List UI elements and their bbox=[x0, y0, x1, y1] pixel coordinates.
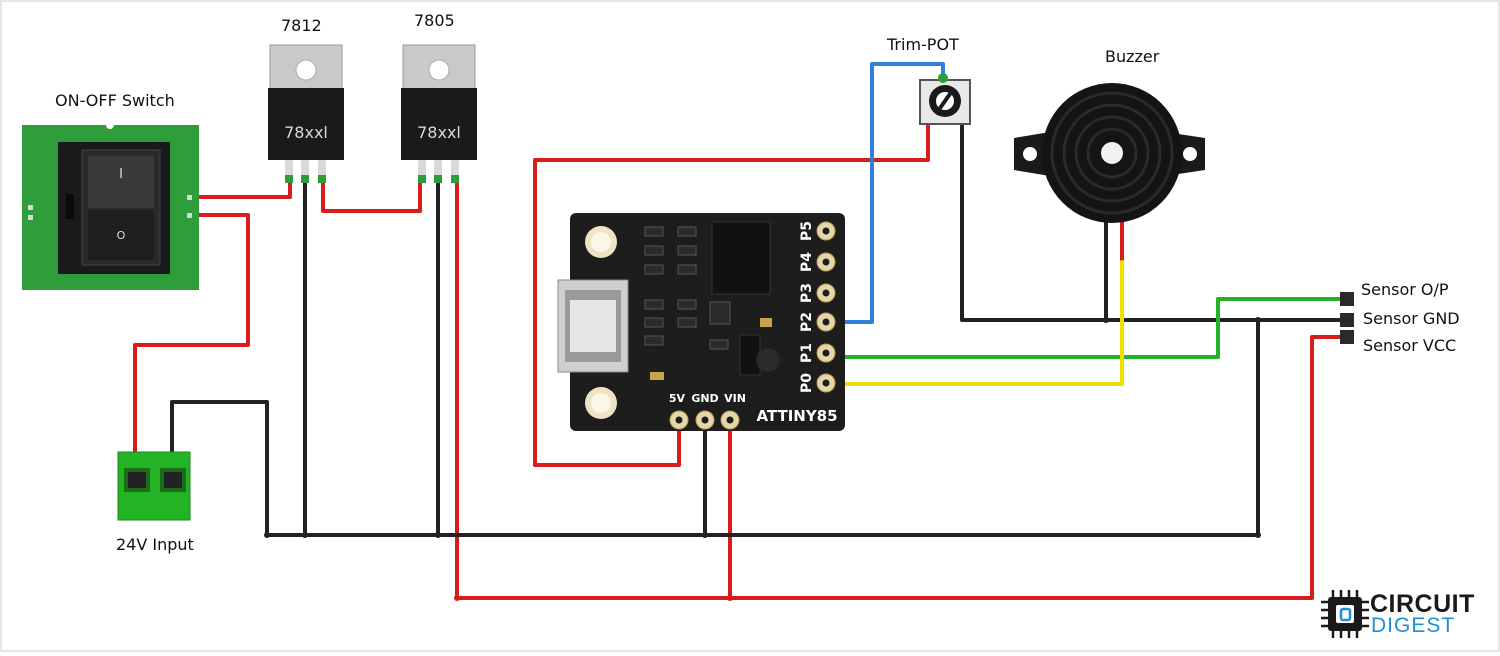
wire-input-gnd bbox=[170, 400, 269, 537]
label-on-off-switch: ON-OFF Switch bbox=[55, 91, 175, 110]
label-24v-input: 24V Input bbox=[116, 535, 194, 554]
label-sensor-vcc: Sensor VCC bbox=[1363, 336, 1457, 355]
pin-label-p5: P5 bbox=[799, 221, 815, 241]
pin-label-p1: P1 bbox=[799, 343, 815, 363]
wire-p1-to-sensor-op bbox=[824, 297, 1347, 359]
switch-off-mark: O bbox=[117, 229, 126, 242]
label-sensor-op: Sensor O/P bbox=[1361, 280, 1449, 299]
regulator-7812 bbox=[268, 44, 344, 183]
wire-switch-to-7812-in bbox=[188, 181, 292, 199]
wire-trimpot-wiper-to-p2 bbox=[824, 62, 945, 324]
regulator-7812-marking: 78xxl bbox=[284, 123, 328, 142]
pin-label-p0: P0 bbox=[799, 373, 815, 393]
pin-label-p4: P4 bbox=[799, 252, 815, 272]
sensor-header bbox=[1340, 292, 1354, 344]
wire-5v-to-trimpot bbox=[533, 124, 930, 467]
attiny85-board bbox=[557, 213, 845, 431]
buzzer bbox=[1014, 83, 1205, 223]
switch-on-mark: I bbox=[119, 167, 123, 182]
pin-label-p2: P2 bbox=[799, 312, 815, 332]
terminal-block-24v bbox=[117, 451, 191, 521]
trim-pot bbox=[919, 73, 971, 125]
label-buzzer: Buzzer bbox=[1105, 47, 1160, 66]
wire-7812-out-to-7805-in bbox=[321, 181, 422, 213]
pin-label-5v: 5V bbox=[669, 392, 686, 405]
circuit-digest-logo bbox=[1321, 590, 1369, 638]
wire-7805-out-to-vin-and-sensor-vcc bbox=[455, 181, 732, 600]
pin-label-vin: VIN bbox=[724, 392, 746, 405]
on-off-switch bbox=[22, 121, 199, 290]
label-7812: 7812 bbox=[281, 16, 322, 35]
board-name: ATTINY85 bbox=[756, 407, 837, 425]
wire-switch-to-input bbox=[133, 213, 250, 465]
brand-circuit: CIRCUIT bbox=[1370, 590, 1475, 618]
label-trim-pot: Trim-POT bbox=[887, 35, 959, 54]
wire-sensor-vcc bbox=[728, 335, 1347, 600]
wire-p0-to-buzzer bbox=[824, 260, 1124, 386]
pin-label-p3: P3 bbox=[799, 283, 815, 303]
pin-label-gnd: GND bbox=[691, 392, 718, 405]
label-7805: 7805 bbox=[414, 11, 455, 30]
regulator-7805-marking: 78xxl bbox=[417, 123, 461, 142]
label-sensor-gnd: Sensor GND bbox=[1363, 309, 1460, 328]
brand-digest: DIGEST bbox=[1371, 614, 1456, 637]
regulator-7805 bbox=[401, 44, 477, 183]
